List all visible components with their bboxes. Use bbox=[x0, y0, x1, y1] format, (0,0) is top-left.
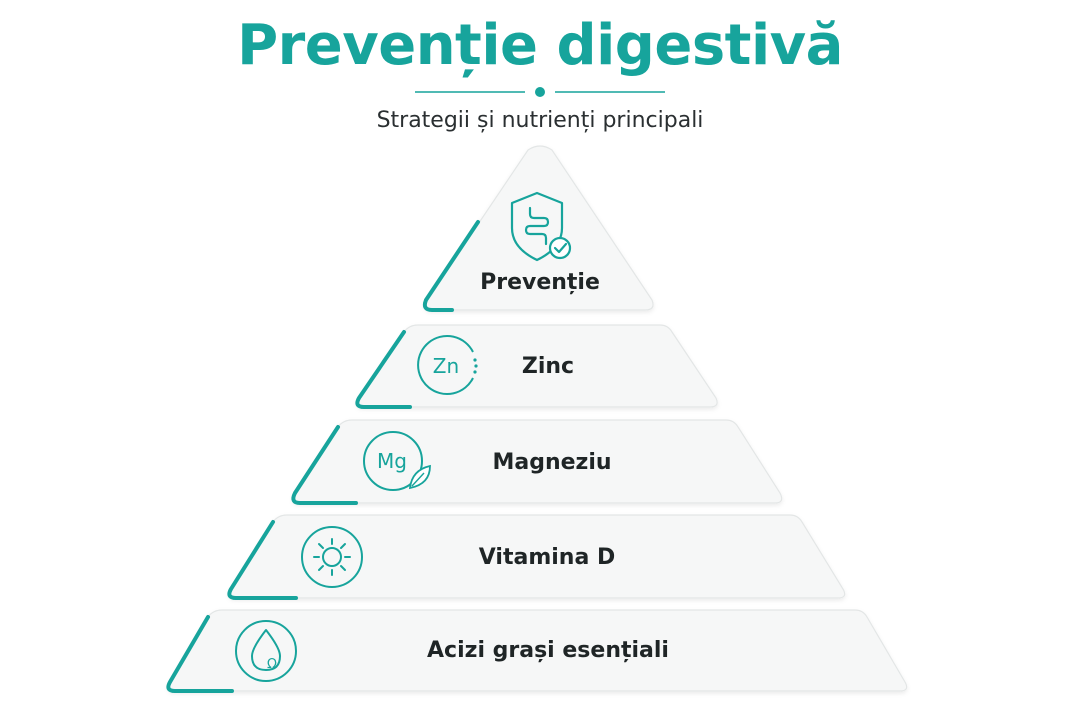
pyramid-tier-fatty-acids bbox=[166, 609, 908, 693]
page-subtitle: Strategii și nutrienți principali bbox=[376, 108, 704, 133]
title-divider bbox=[415, 87, 665, 97]
zinc-icon-text: Zn bbox=[433, 354, 459, 378]
pyramid-tier-vitamin-d bbox=[227, 514, 846, 600]
pyramid-tier-zinc bbox=[355, 324, 718, 409]
tier-label-vitamin-d: Vitamina D bbox=[478, 545, 616, 570]
tier-label-zinc: Zinc bbox=[521, 354, 575, 379]
sun-icon bbox=[301, 526, 363, 588]
page-title: Prevenție digestivă bbox=[237, 13, 843, 78]
magnesium-leaf-icon: Mg bbox=[363, 431, 431, 491]
pyramid-tier-prevention bbox=[422, 145, 654, 312]
omega-icon-text: Ω bbox=[267, 657, 277, 672]
omega-drop-icon: Ω bbox=[235, 620, 297, 682]
tier-label-magnesium: Magneziu bbox=[492, 450, 612, 475]
tier-label-prevention: Prevenție bbox=[480, 270, 600, 295]
magnesium-icon-text: Mg bbox=[377, 449, 407, 473]
zinc-icon: Zn bbox=[417, 335, 478, 395]
tier-label-fatty-acids: Acizi grași esențiali bbox=[427, 638, 669, 663]
gut-shield-check-icon bbox=[510, 191, 572, 262]
